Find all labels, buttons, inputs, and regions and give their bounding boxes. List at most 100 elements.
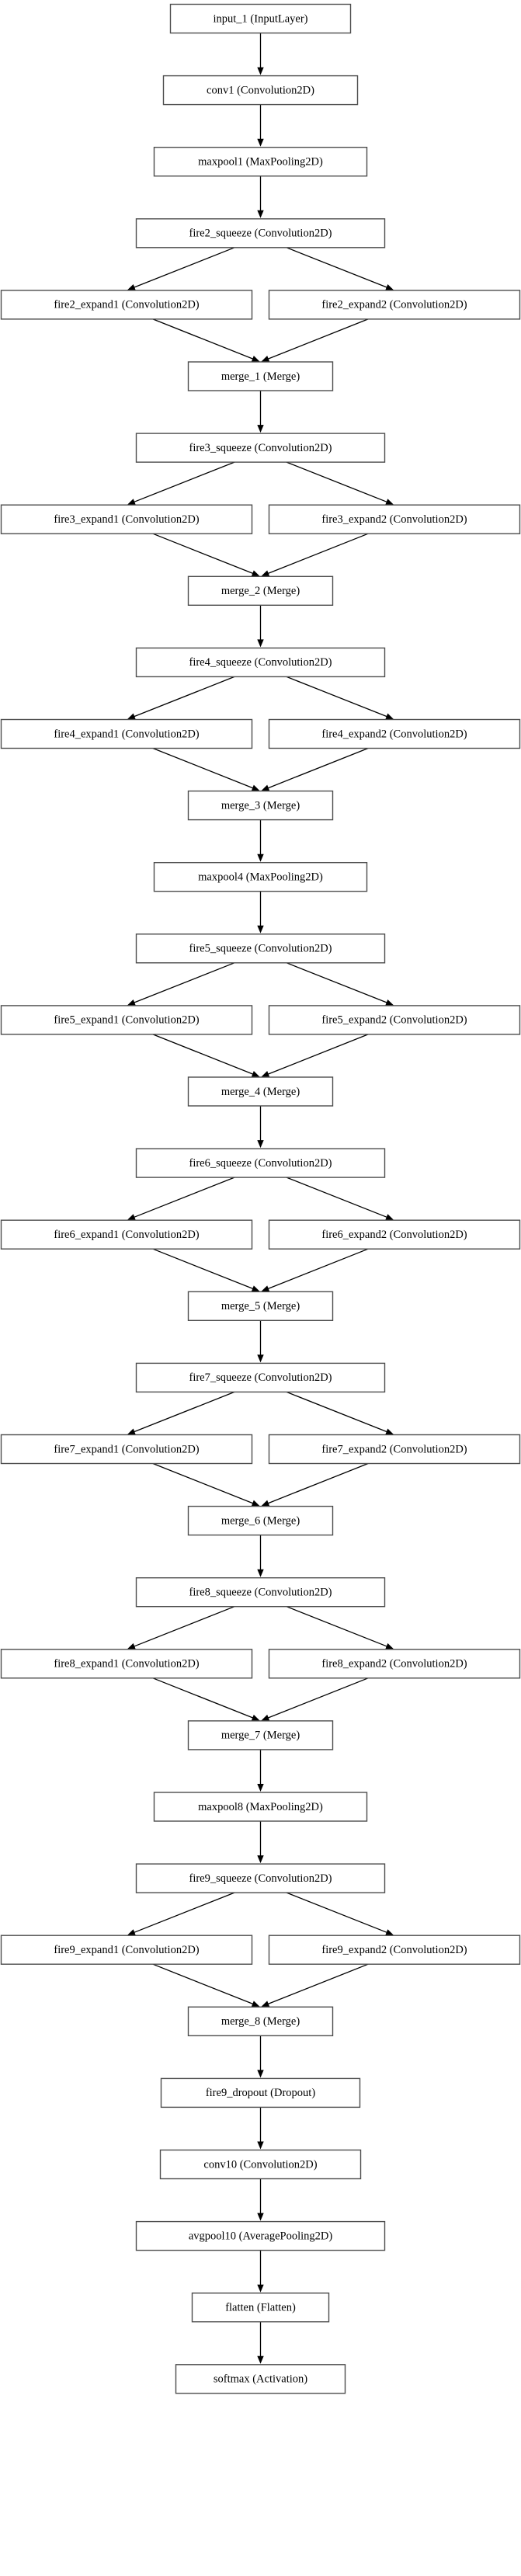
node-box-maxpool8[interactable] bbox=[153, 1792, 368, 1822]
node-box-fire9_squeeze[interactable] bbox=[135, 1863, 386, 1893]
node-box-fire7_expand1[interactable] bbox=[0, 1434, 253, 1465]
edge-arrowhead bbox=[385, 499, 394, 506]
node-box-merge_5[interactable] bbox=[187, 1291, 334, 1322]
node-fire7_expand2[interactable]: fire7_expand2 (Convolution2D) bbox=[268, 1434, 521, 1465]
node-merge_2[interactable]: merge_2 (Merge) bbox=[187, 575, 334, 606]
node-box-fire6_squeeze[interactable] bbox=[135, 1148, 386, 1178]
node-fire4_expand1[interactable]: fire4_expand1 (Convolution2D) bbox=[0, 718, 253, 749]
node-box-conv10[interactable] bbox=[159, 2149, 362, 2180]
node-box-fire4_expand2[interactable] bbox=[268, 718, 521, 749]
edge-line bbox=[133, 247, 235, 289]
node-fire5_squeeze[interactable]: fire5_squeeze (Convolution2D) bbox=[135, 933, 386, 964]
edge-fire3_squeeze-to-fire3_expand2 bbox=[286, 461, 388, 503]
node-fire3_expand1[interactable]: fire3_expand1 (Convolution2D) bbox=[0, 504, 253, 534]
node-box-fire5_squeeze[interactable] bbox=[135, 933, 386, 964]
node-fire2_expand1[interactable]: fire2_expand1 (Convolution2D) bbox=[0, 290, 253, 320]
node-fire5_expand2[interactable]: fire5_expand2 (Convolution2D) bbox=[268, 1005, 521, 1035]
node-box-merge_1[interactable] bbox=[187, 361, 334, 391]
node-box-fire9_expand1[interactable] bbox=[0, 1935, 253, 1965]
edge-line bbox=[267, 533, 369, 575]
node-avgpool10[interactable]: avgpool10 (AveragePooling2D) bbox=[135, 2220, 386, 2251]
node-box-fire9_expand2[interactable] bbox=[268, 1935, 521, 1965]
node-fire3_expand2[interactable]: fire3_expand2 (Convolution2D) bbox=[268, 504, 521, 534]
node-box-merge_2[interactable] bbox=[187, 575, 334, 606]
node-box-fire8_expand2[interactable] bbox=[268, 1649, 521, 1679]
edge-fire2_squeeze-to-fire2_expand2 bbox=[286, 247, 388, 289]
node-fire8_squeeze[interactable]: fire8_squeeze (Convolution2D) bbox=[135, 1577, 386, 1608]
node-fire3_squeeze[interactable]: fire3_squeeze (Convolution2D) bbox=[135, 433, 386, 463]
node-merge_3[interactable]: merge_3 (Merge) bbox=[187, 790, 334, 821]
node-box-conv1[interactable] bbox=[162, 75, 359, 106]
node-flatten[interactable]: flatten (Flatten) bbox=[191, 2292, 330, 2323]
node-box-merge_6[interactable] bbox=[187, 1505, 334, 1536]
node-box-fire4_expand1[interactable] bbox=[0, 718, 253, 749]
edge-arrowhead bbox=[385, 1643, 394, 1650]
node-box-fire8_expand1[interactable] bbox=[0, 1649, 253, 1679]
node-fire9_expand1[interactable]: fire9_expand1 (Convolution2D) bbox=[0, 1935, 253, 1965]
node-box-fire5_expand1[interactable] bbox=[0, 1005, 253, 1035]
node-fire7_squeeze[interactable]: fire7_squeeze (Convolution2D) bbox=[135, 1362, 386, 1393]
node-box-avgpool10[interactable] bbox=[135, 2220, 386, 2251]
node-box-merge_4[interactable] bbox=[187, 1076, 334, 1107]
edge-line bbox=[267, 1963, 369, 2005]
node-fire2_squeeze[interactable]: fire2_squeeze (Convolution2D) bbox=[135, 218, 386, 249]
edge-line bbox=[267, 1677, 369, 1719]
node-fire7_expand1[interactable]: fire7_expand1 (Convolution2D) bbox=[0, 1434, 253, 1465]
node-merge_4[interactable]: merge_4 (Merge) bbox=[187, 1076, 334, 1107]
node-box-flatten[interactable] bbox=[191, 2292, 330, 2323]
node-conv1[interactable]: conv1 (Convolution2D) bbox=[162, 75, 359, 106]
node-fire9_expand2[interactable]: fire9_expand2 (Convolution2D) bbox=[268, 1935, 521, 1965]
node-box-fire2_expand1[interactable] bbox=[0, 290, 253, 320]
edge-fire4_squeeze-to-fire4_expand1 bbox=[133, 676, 235, 718]
node-maxpool8[interactable]: maxpool8 (MaxPooling2D) bbox=[153, 1792, 368, 1822]
edge-line bbox=[286, 962, 388, 1004]
node-fire6_squeeze[interactable]: fire6_squeeze (Convolution2D) bbox=[135, 1148, 386, 1178]
node-box-fire7_expand2[interactable] bbox=[268, 1434, 521, 1465]
node-fire6_expand1[interactable]: fire6_expand1 (Convolution2D) bbox=[0, 1219, 253, 1250]
node-maxpool1[interactable]: maxpool1 (MaxPooling2D) bbox=[153, 146, 368, 177]
edge-fire5_expand2-to-merge_4 bbox=[267, 1034, 369, 1076]
node-box-fire8_squeeze[interactable] bbox=[135, 1577, 386, 1608]
node-box-merge_7[interactable] bbox=[187, 1720, 334, 1750]
node-input_1[interactable]: input_1 (InputLayer) bbox=[169, 3, 352, 34]
node-fire6_expand2[interactable]: fire6_expand2 (Convolution2D) bbox=[268, 1219, 521, 1250]
node-maxpool4[interactable]: maxpool4 (MaxPooling2D) bbox=[153, 861, 368, 892]
node-fire2_expand2[interactable]: fire2_expand2 (Convolution2D) bbox=[268, 290, 521, 320]
node-box-maxpool1[interactable] bbox=[153, 146, 368, 177]
node-box-softmax[interactable] bbox=[175, 2364, 346, 2394]
edge-arrowhead bbox=[257, 2284, 264, 2293]
node-box-merge_8[interactable] bbox=[187, 2006, 334, 2037]
node-conv10[interactable]: conv10 (Convolution2D) bbox=[159, 2149, 362, 2180]
edge-arrowhead bbox=[385, 713, 394, 720]
node-fire9_squeeze[interactable]: fire9_squeeze (Convolution2D) bbox=[135, 1863, 386, 1893]
node-fire8_expand1[interactable]: fire8_expand1 (Convolution2D) bbox=[0, 1649, 253, 1679]
node-merge_8[interactable]: merge_8 (Merge) bbox=[187, 2006, 334, 2037]
node-box-fire3_expand1[interactable] bbox=[0, 504, 253, 534]
node-box-fire6_expand2[interactable] bbox=[268, 1219, 521, 1250]
node-box-fire3_expand2[interactable] bbox=[268, 504, 521, 534]
node-box-merge_3[interactable] bbox=[187, 790, 334, 821]
node-box-fire5_expand2[interactable] bbox=[268, 1005, 521, 1035]
node-fire4_squeeze[interactable]: fire4_squeeze (Convolution2D) bbox=[135, 647, 386, 678]
node-merge_6[interactable]: merge_6 (Merge) bbox=[187, 1505, 334, 1536]
node-box-fire2_expand2[interactable] bbox=[268, 290, 521, 320]
node-merge_7[interactable]: merge_7 (Merge) bbox=[187, 1720, 334, 1750]
node-box-fire6_expand1[interactable] bbox=[0, 1219, 253, 1250]
edge-arrowhead bbox=[257, 2070, 264, 2078]
node-box-fire7_squeeze[interactable] bbox=[135, 1362, 386, 1393]
node-merge_1[interactable]: merge_1 (Merge) bbox=[187, 361, 334, 391]
node-fire8_expand2[interactable]: fire8_expand2 (Convolution2D) bbox=[268, 1649, 521, 1679]
edge-arrowhead bbox=[257, 1855, 264, 1864]
edge-fire6_expand1-to-merge_5 bbox=[152, 1248, 254, 1290]
node-box-fire4_squeeze[interactable] bbox=[135, 647, 386, 678]
node-fire5_expand1[interactable]: fire5_expand1 (Convolution2D) bbox=[0, 1005, 253, 1035]
node-box-input_1[interactable] bbox=[169, 3, 352, 34]
node-box-fire3_squeeze[interactable] bbox=[135, 433, 386, 463]
node-box-fire2_squeeze[interactable] bbox=[135, 218, 386, 249]
node-fire9_dropout[interactable]: fire9_dropout (Dropout) bbox=[160, 2077, 361, 2108]
node-fire4_expand2[interactable]: fire4_expand2 (Convolution2D) bbox=[268, 718, 521, 749]
node-box-fire9_dropout[interactable] bbox=[160, 2077, 361, 2108]
node-box-maxpool4[interactable] bbox=[153, 861, 368, 892]
node-softmax[interactable]: softmax (Activation) bbox=[175, 2364, 346, 2394]
node-merge_5[interactable]: merge_5 (Merge) bbox=[187, 1291, 334, 1322]
